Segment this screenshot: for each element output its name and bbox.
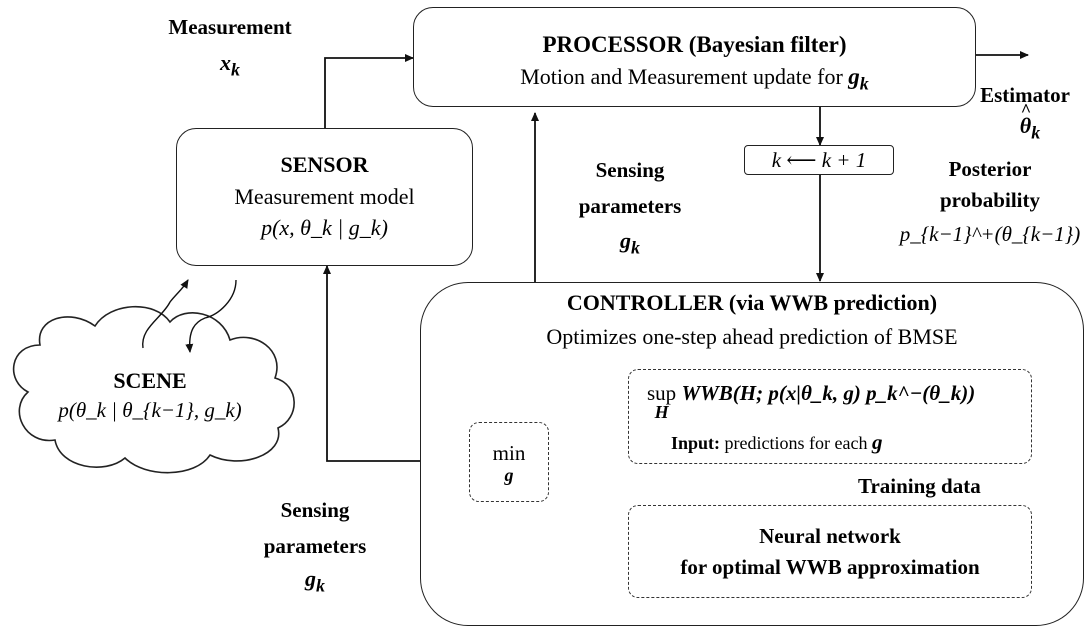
estimator-title: Estimator [980, 83, 1070, 107]
sensing-params-upper-line2: parameters [578, 194, 682, 218]
sensor-title: SENSOR [280, 152, 369, 177]
estimator-var-sub: k [1031, 122, 1041, 143]
sensing-upper-symbol: g [620, 228, 631, 253]
arrow-sensing-to-sensor [323, 265, 427, 462]
sensing-upper-sub: k [631, 237, 640, 258]
training-data-label: Training data [858, 474, 981, 498]
controller-subtitle: Optimizes one-step ahead prediction of B… [546, 324, 958, 349]
measurement-var-sub: k [231, 59, 240, 80]
measurement-title: Measurement [168, 15, 292, 39]
controller-title-via: (via [723, 290, 770, 315]
neural-network-box: Neural network for optimal WWB approxima… [628, 505, 1032, 598]
nn-line2: for optimal WWB approximation [680, 555, 980, 579]
wwb-input-var: g [871, 430, 883, 454]
sensor-box: SENSOR Measurement model p(x, θ_k | g_k) [176, 128, 473, 266]
estimator-hat-mark: ^ [1020, 100, 1032, 120]
processor-title: PROCESSOR (Bayesian filter) [542, 32, 847, 57]
processor-box: PROCESSOR (Bayesian filter) Motion and M… [413, 7, 976, 107]
sensor-subtitle: Measurement model [234, 184, 415, 209]
estimator-var-symbol: θ [1019, 113, 1032, 138]
arrow-measurement [324, 54, 414, 128]
wwb-sup-sub: H [654, 402, 669, 423]
controller-title-wwb: WWB [769, 290, 829, 315]
sensing-params-upper-var: gk [600, 228, 660, 258]
wwb-input-label: Input: [671, 433, 721, 453]
sensing-params-lower-var: gk [285, 566, 345, 596]
scene-formula: p(θ_k | θ_{k−1}, g_k) [58, 398, 242, 422]
posterior-line2: probability [940, 188, 1040, 212]
nn-line1: Neural network [759, 524, 901, 548]
min-label: min [492, 441, 526, 465]
posterior-line1: Posterior [948, 157, 1032, 181]
processor-subtitle: Motion and Measurement update for gk [414, 64, 975, 94]
measurement-var-symbol: x [220, 50, 231, 75]
posterior-formula: p_{k−1}^+(θ_{k−1}) [899, 222, 1081, 246]
wwb-formula: WWB(H; p(x|θ_k, g) p_k^−(θ_k)) [681, 381, 976, 405]
sensing-params-lower-line2: parameters [263, 534, 367, 558]
counter-text: k ⟵ k + 1 [771, 148, 867, 172]
wwb-sup-label: sup [647, 381, 677, 405]
controller-title: CONTROLLER (via WWB prediction) [421, 290, 1083, 315]
wwb-input-text: predictions for each [720, 433, 872, 453]
scene-title: SCENE [113, 368, 187, 393]
arrow-sensor-to-scene [185, 279, 237, 353]
sensing-lower-symbol: g [305, 566, 316, 591]
controller-title-end: prediction) [828, 290, 938, 315]
controller-title-main: CONTROLLER [566, 290, 724, 315]
processor-subtitle-text: Motion and Measurement update for [520, 64, 849, 89]
sensing-lower-sub: k [316, 575, 325, 596]
measurement-var: xk [200, 50, 260, 80]
counter-box: k ⟵ k + 1 [744, 145, 894, 175]
scene-cloud [12, 305, 295, 474]
min-box: min g [469, 422, 549, 502]
sensor-formula: p(x, θ_k | g_k) [261, 215, 388, 240]
processor-var-sub: k [859, 73, 869, 94]
wwb-input-row: Input: predictions for each g [671, 430, 882, 454]
min-sub: g [504, 465, 514, 485]
arrow-scene-to-sensor [142, 279, 189, 349]
processor-var: g [848, 64, 860, 89]
sensing-params-upper-line1: Sensing [595, 158, 665, 182]
sensing-params-lower-line1: Sensing [280, 498, 350, 522]
estimator-hat: θ^ [1019, 100, 1032, 138]
estimator-var: θ^k [1000, 100, 1060, 143]
